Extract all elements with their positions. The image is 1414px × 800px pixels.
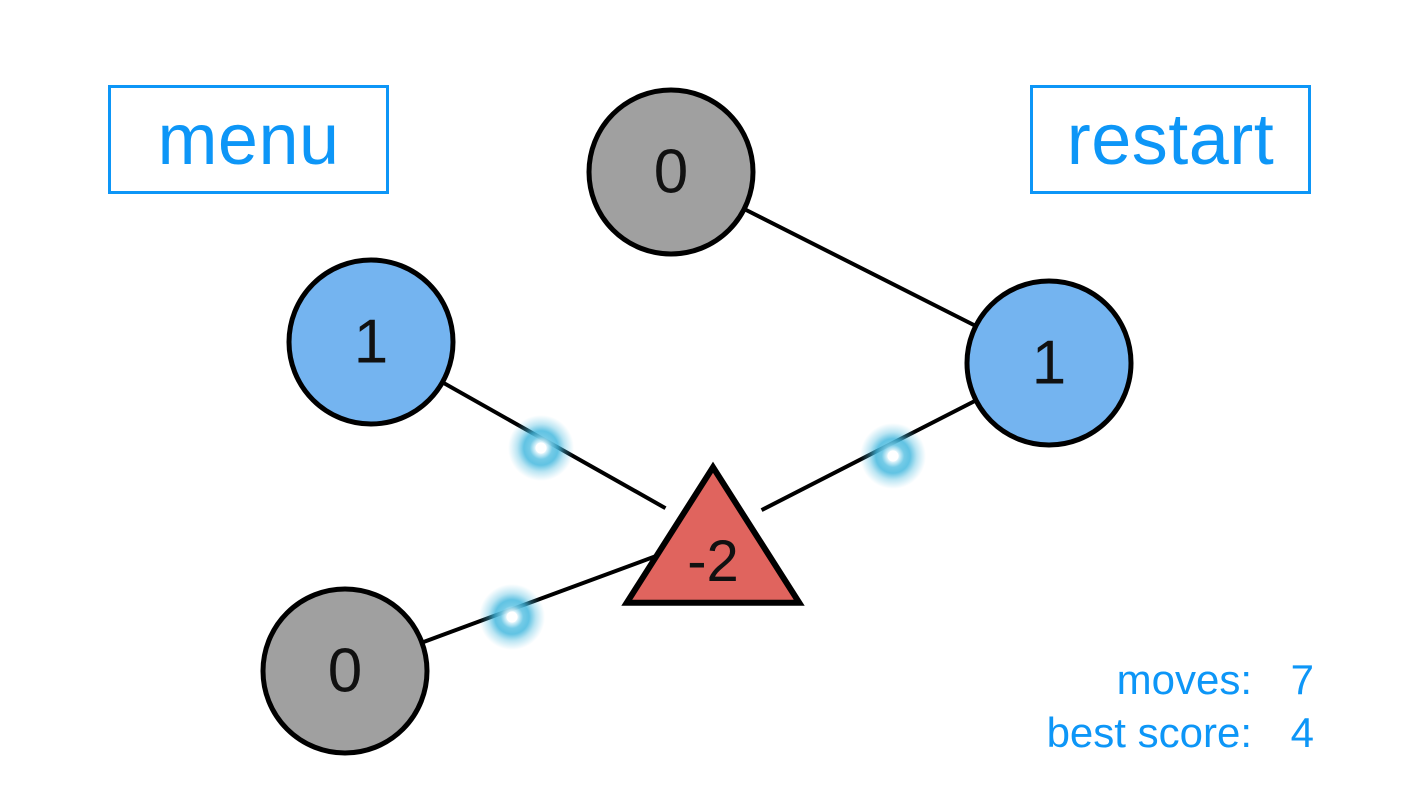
graph-node[interactable]: 1 [964, 278, 1134, 448]
node-value-label: 1 [1032, 329, 1066, 398]
best-score-label: best score: [1046, 709, 1252, 757]
moves-value: 7 [1290, 655, 1314, 703]
restart-button[interactable]: restart [1030, 85, 1311, 194]
moves-label: moves: [1116, 655, 1252, 703]
nodes-layer: 0 1 1 0 -2 [260, 87, 1134, 756]
graph-edge[interactable] [421, 552, 663, 645]
edge-marker-dot[interactable] [508, 415, 574, 481]
graph-node[interactable]: -2 [621, 461, 805, 606]
score-panel: moves: 7 best score: 4 [1047, 653, 1314, 761]
graph-node[interactable]: 0 [260, 586, 430, 756]
node-value-label: 0 [654, 138, 688, 207]
node-shape-circle [260, 586, 430, 756]
graph-node[interactable]: 1 [286, 257, 456, 427]
graph-node[interactable]: 0 [586, 87, 756, 257]
edge-markers-layer [479, 415, 926, 650]
graph-edge[interactable] [743, 207, 977, 328]
edge-marker-dot[interactable] [860, 423, 926, 489]
node-value-label: 1 [354, 308, 388, 377]
node-value-label: 0 [328, 637, 362, 706]
moves-row: moves: 7 [1047, 653, 1314, 707]
edge-marker-dot[interactable] [479, 584, 545, 650]
node-shape-circle [964, 278, 1134, 448]
best-score-value: 4 [1290, 709, 1314, 757]
menu-button[interactable]: menu [108, 85, 389, 194]
node-shape-circle [286, 257, 456, 427]
node-shape-circle [586, 87, 756, 257]
node-shape-triangle [621, 461, 805, 606]
node-value-label: -2 [687, 529, 739, 594]
best-score-row: best score: 4 [1047, 706, 1314, 760]
